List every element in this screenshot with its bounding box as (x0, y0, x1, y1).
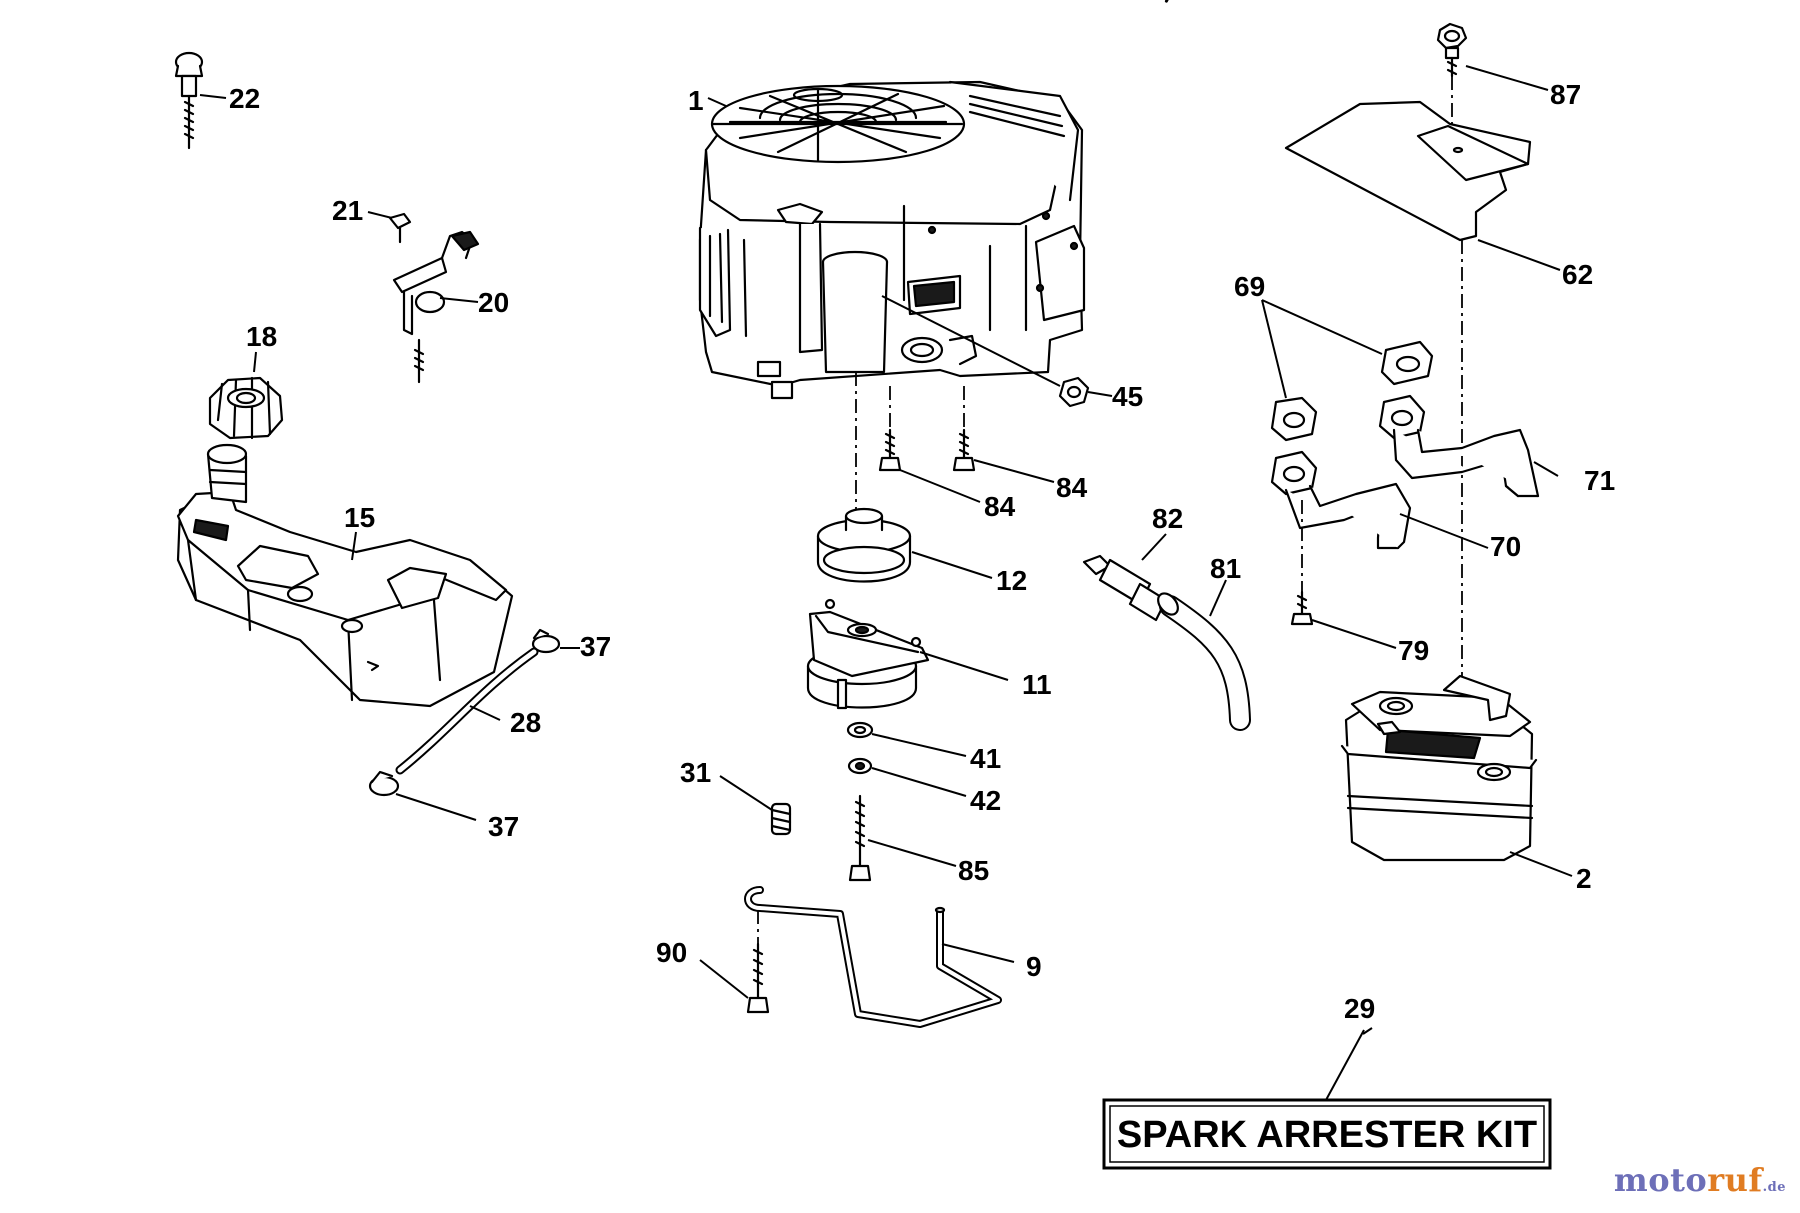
part-42-lock-washer (847, 757, 873, 775)
label-22: 22 (229, 83, 260, 114)
label-37-lower: 37 (488, 811, 519, 842)
label-90: 90 (656, 937, 687, 968)
label-62: 62 (1562, 259, 1593, 290)
brand-watermark: motoruf.de (1614, 1161, 1786, 1199)
part-87-screw (1436, 22, 1468, 78)
part-2-muffler (1340, 674, 1538, 862)
label-28: 28 (510, 707, 541, 738)
label-87: 87 (1550, 79, 1581, 110)
part-21-screw (388, 212, 412, 244)
part-84-bolt-b (952, 428, 976, 472)
part-70-exhaust-pipe (1270, 450, 1412, 550)
part-69-gasket-b (1270, 396, 1318, 442)
label-1: 1 (688, 85, 704, 116)
label-2: 2 (1576, 863, 1592, 894)
part-37-hose-clamp-upper (531, 628, 561, 654)
part-90-bolt (746, 942, 770, 1014)
label-84-right: 84 (1056, 472, 1088, 503)
part-62-heat-shield (1284, 100, 1532, 242)
part-31-spring (770, 802, 792, 836)
part-12-pulley (816, 507, 912, 583)
label-85: 85 (958, 855, 989, 886)
part-28-fuel-hose (395, 647, 539, 775)
label-82: 82 (1152, 503, 1183, 534)
part-1-engine (698, 80, 1086, 400)
part-20-lever-bracket (392, 230, 480, 384)
label-84-left: 84 (984, 491, 1016, 522)
brand-part-2: ruf (1707, 1161, 1763, 1199)
part-84-bolt-a (878, 428, 902, 472)
part-9-bracket-rod (744, 886, 1002, 1028)
label-21: 21 (332, 195, 363, 226)
part-41-washer (846, 721, 874, 739)
part-11-pto-clutch (806, 598, 930, 710)
label-79: 79 (1398, 635, 1429, 666)
label-31: 31 (680, 757, 711, 788)
label-12: 12 (996, 565, 1027, 596)
part-79-screw (1290, 590, 1314, 626)
label-11: 11 (1022, 669, 1052, 700)
label-15: 15 (344, 502, 375, 533)
part-22-knob-bolt (174, 51, 204, 150)
part-82-fuel-fitting (1082, 554, 1168, 622)
part-71-exhaust-pipe (1378, 394, 1540, 498)
part-15-fuel-tank (176, 443, 514, 708)
label-70: 70 (1490, 531, 1521, 562)
label-20: 20 (478, 287, 509, 318)
label-42: 42 (970, 785, 1001, 816)
brand-part-3: .de (1762, 1180, 1786, 1195)
label-45: 45 (1112, 381, 1143, 412)
brand-part-1: moto (1613, 1161, 1708, 1199)
label-18: 18 (246, 321, 277, 352)
label-81: 81 (1210, 553, 1241, 584)
label-41: 41 (970, 743, 1001, 774)
part-37-hose-clamp-lower (368, 770, 400, 797)
label-69: 69 (1234, 271, 1265, 302)
label-9: 9 (1026, 951, 1042, 982)
part-45-nut (1058, 376, 1090, 408)
part-69-gasket-a (1380, 340, 1434, 386)
spark-arrester-kit-box (1102, 1098, 1552, 1170)
spark-arrester-kit-label: SPARK ARRESTER KIT (1117, 1114, 1537, 1156)
label-71: 71 (1584, 465, 1615, 496)
part-85-bolt (848, 794, 872, 882)
part-18-fuel-cap (208, 376, 284, 440)
label-37-upper: 37 (580, 631, 611, 662)
label-29: 29 (1344, 993, 1375, 1024)
part-81-breather-hose (1157, 592, 1251, 731)
